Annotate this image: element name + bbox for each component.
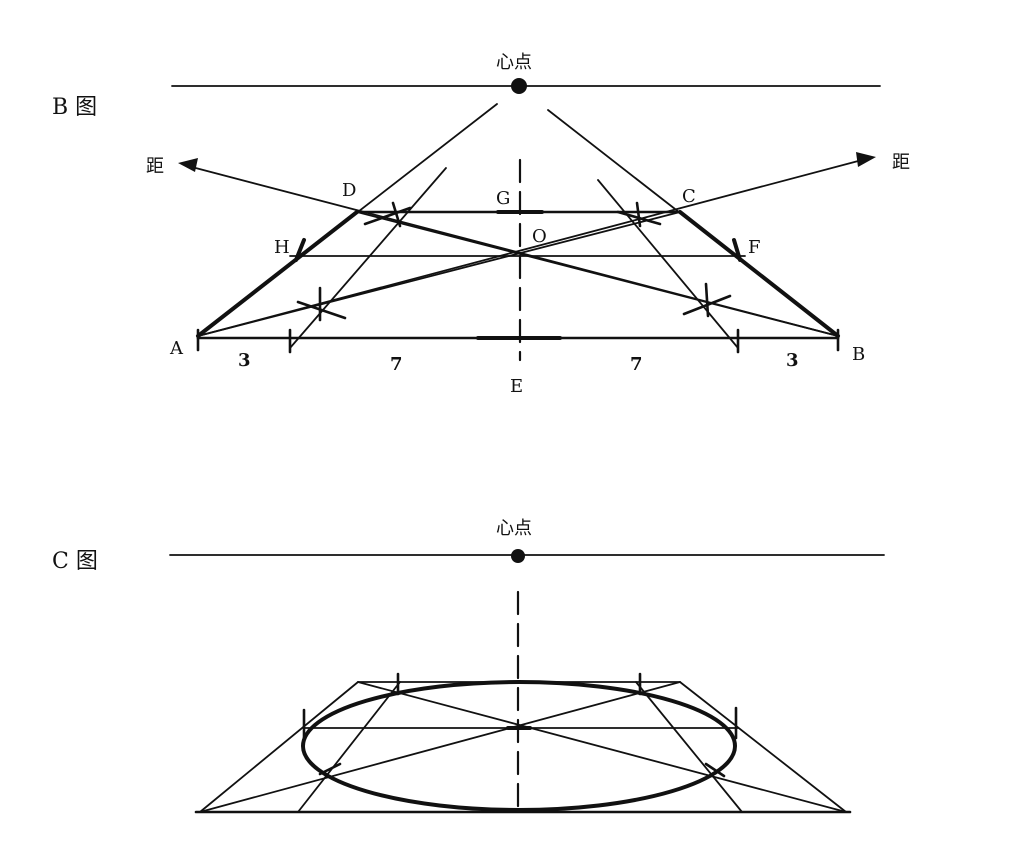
arrow-right-icon (856, 152, 876, 167)
perspective-circle (301, 680, 737, 812)
point-label-D: D (342, 180, 356, 201)
inner-line-c-right (635, 681, 743, 813)
left-edge-c (199, 681, 359, 813)
segment-label-2: 7 (390, 354, 403, 375)
edge-CB (678, 210, 840, 338)
point-label-C: C (682, 186, 696, 207)
cross-R2 (704, 282, 710, 318)
figure-b-title: B 图 (52, 95, 97, 120)
point-label-A: A (169, 338, 184, 359)
tick-c-low-left (318, 762, 342, 776)
vanishing-point-c (511, 549, 525, 563)
tick-c-low-right (704, 762, 726, 778)
point-label-F: F (748, 237, 761, 258)
figure-c: C 图 心点 (52, 518, 885, 814)
figure-c-title: C 图 (52, 549, 98, 574)
segment-label-1: 3 (238, 350, 251, 371)
segment-label-3: 7 (630, 354, 643, 375)
point-label-E: E (510, 376, 523, 397)
cross-L1 (296, 300, 347, 320)
point-label-G: G (496, 188, 510, 209)
converging-line-inner-left (289, 167, 447, 349)
distance-label-left: 距 (146, 156, 164, 177)
figure-b: B 图 心点 距 距 (52, 52, 910, 397)
converging-line-inner-right (597, 179, 739, 349)
edge-AD (196, 210, 359, 338)
vanishing-point-label-c: 心点 (496, 518, 532, 539)
cross-D1 (363, 206, 412, 226)
cross-C2 (635, 201, 642, 228)
inner-line-c-left (297, 681, 401, 813)
point-label-B: B (852, 344, 865, 365)
vanishing-point-label: 心点 (496, 52, 532, 73)
point-label-O: O (532, 226, 547, 247)
tick-H (294, 238, 306, 262)
tick-F (732, 238, 742, 262)
diagonal-c-1 (357, 681, 847, 813)
diagonal-CA (197, 211, 681, 337)
cross-D2 (391, 201, 402, 228)
segment-label-4: 3 (786, 350, 799, 371)
diagonal-DB (356, 211, 839, 337)
diagonal-c-2 (199, 681, 681, 813)
distance-label-right: 距 (892, 152, 910, 173)
arrow-left-icon (178, 158, 198, 172)
right-edge-c (679, 681, 847, 813)
vanishing-point (511, 78, 527, 94)
point-label-H: H (274, 237, 290, 258)
